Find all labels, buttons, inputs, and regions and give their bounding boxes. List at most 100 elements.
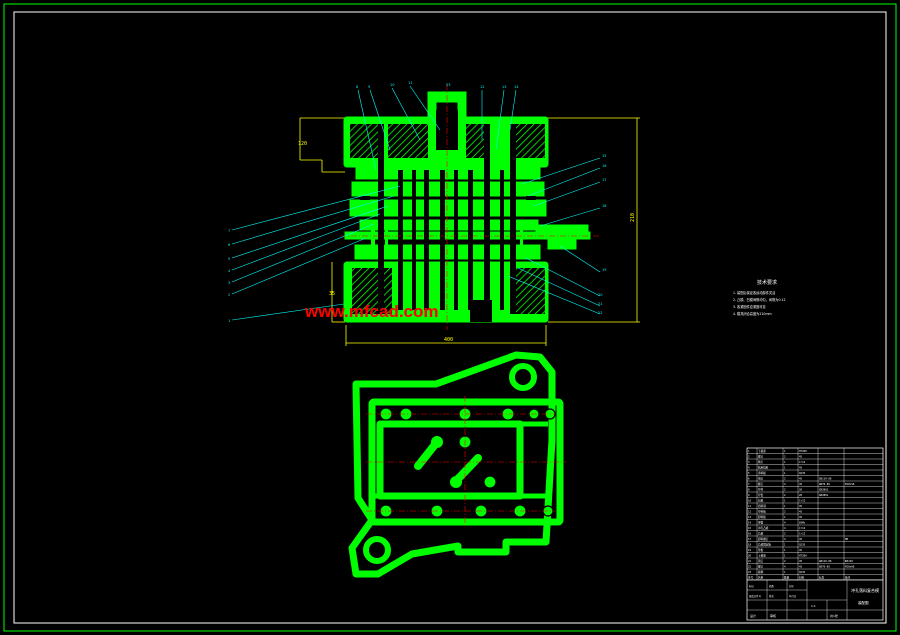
bom-cell: 卸料板 <box>758 515 766 519</box>
bom-cell: GB70-85 <box>819 565 830 569</box>
title-block-cell: 签名 <box>769 594 774 598</box>
bom-cell: 11 <box>748 504 752 508</box>
designer-label: 设计 <box>750 613 756 618</box>
bom-cell: 2 <box>784 510 786 514</box>
balloon-label: 8 <box>356 85 358 89</box>
bom-cell: 弹簧 <box>758 521 764 525</box>
bom-cell: 17 <box>748 537 752 541</box>
center-lines <box>340 84 600 330</box>
checker-label: 审核 <box>770 613 776 618</box>
bom-cell: 2 <box>784 493 786 497</box>
bom-cell: 导套 <box>758 493 764 497</box>
bom-cell: 标准 <box>819 576 825 580</box>
balloon-label: 4 <box>228 269 231 273</box>
note-line-4: 4. 模具闭合高度为210mm <box>733 311 772 316</box>
title-block-cell: 标记 <box>749 584 754 588</box>
bom-cell: 1 <box>784 449 786 453</box>
die-cavity <box>376 420 524 500</box>
bom-cell: 始用挡料 <box>758 466 769 470</box>
bom-cell: 凸模 <box>758 532 764 536</box>
bom-cell: 45 <box>799 504 803 508</box>
title-block-cell: 更改文件号 <box>749 594 762 598</box>
bom-cell: 序号 <box>748 576 754 580</box>
bom-cell: 数量 <box>784 576 790 580</box>
bom-cell: GB70-85 <box>819 482 830 486</box>
bom-cell: 23 <box>748 570 752 574</box>
bom-cell: 1 <box>748 449 750 453</box>
balloon-label: 19 <box>602 268 606 272</box>
bom-cell: 12 <box>748 510 752 514</box>
bom-cell: 2 <box>784 488 786 492</box>
title-block-cell: 年月日 <box>789 594 796 598</box>
balloon-label: 20 <box>598 293 602 297</box>
bom-cell: 13 <box>748 515 752 519</box>
bom-cell: 22 <box>748 565 752 569</box>
balloon-label: 10 <box>390 83 394 87</box>
bom-cell: 4 <box>784 526 786 530</box>
title-block-cell: 分区 <box>789 584 794 588</box>
balloon-label: 5 <box>228 257 230 261</box>
balloon-label: 14 <box>514 85 519 89</box>
bom-cell: 垫板 <box>758 548 764 552</box>
bom-cell: 螺钉 <box>758 455 764 459</box>
bom-cell: 1 <box>784 471 786 475</box>
bom-cell: 45 <box>799 482 803 486</box>
bom-cell: 1 <box>784 554 786 558</box>
watermark-text: www.mfcad.com <box>304 302 439 321</box>
bom-cell: 凸模固定板 <box>758 543 771 547</box>
bom-cell: 7 <box>748 482 750 486</box>
bom-cell: GB119-86 <box>819 477 832 481</box>
bom-cell: Q235 <box>799 570 806 574</box>
note-line-2: 2. 凸模、凹模间隙均匀，间隙为0.12 <box>733 297 786 302</box>
balloon-label: 9 <box>368 85 370 89</box>
bom-cell: HT200 <box>799 449 807 453</box>
scale-label: 1:1 <box>811 604 816 608</box>
dim-base-width: 400 <box>444 337 453 343</box>
plan-view <box>348 351 566 578</box>
bom-cell: 4 <box>784 537 786 541</box>
balloon-label: 16 <box>602 164 606 168</box>
bom-cell: 45 <box>799 466 803 470</box>
bom-cell: GB119-86 <box>819 559 832 563</box>
title-block: 冲孔落料复合模 装配图 1:1 共1张 设计 审核 标记处数分区更改文件号签名年… <box>746 579 884 621</box>
dim-left-height: 120 <box>298 141 307 147</box>
mold-parts <box>343 91 591 323</box>
bom-cell: 2 <box>784 559 786 563</box>
balloon-label: 18 <box>602 204 606 208</box>
drawing-title: 冲孔落料复合模 <box>851 587 879 593</box>
bom-cell: 4 <box>784 521 786 525</box>
sheet-label: 共1张 <box>830 613 838 618</box>
bom-cell: 18 <box>748 543 752 547</box>
bom-cell: 21 <box>748 559 752 563</box>
balloon-label: 23 <box>446 83 450 87</box>
bom-cell: 模柄 <box>758 570 764 574</box>
bom-cell: 20 <box>748 554 752 558</box>
bom-cell: M10x60 <box>845 565 855 569</box>
bom-cell: 螺钉 <box>758 482 764 486</box>
bom-cell: 45 <box>799 537 803 541</box>
bom-cell: 6 <box>748 477 750 481</box>
dim-overall-height: 210 <box>630 213 636 222</box>
inner-border <box>13 11 887 624</box>
bom-cell: 承料板 <box>758 471 766 475</box>
leader-lines <box>231 85 601 321</box>
bom-cell: 1 <box>784 548 786 552</box>
balloon-label: 6 <box>228 243 230 247</box>
bom-cell: Q235 <box>799 543 806 547</box>
notes-title: 技术要求 <box>757 279 777 286</box>
balloon-label: 12 <box>480 85 484 89</box>
bom-cell: 45 <box>799 455 803 459</box>
title-block-cell: 处数 <box>769 584 774 588</box>
lower-seat-outline <box>348 351 556 578</box>
bom-cell: 8 <box>748 488 750 492</box>
lower-die-seat <box>343 261 549 323</box>
bom-cell: 45 <box>799 565 803 569</box>
bom-cell: GB2861 <box>819 488 829 492</box>
bom-cell: M10x50 <box>845 482 855 486</box>
bom-cell: 15 <box>748 526 752 530</box>
bom-cell: 1 <box>784 504 786 508</box>
bom-cell: 10 <box>748 499 752 503</box>
